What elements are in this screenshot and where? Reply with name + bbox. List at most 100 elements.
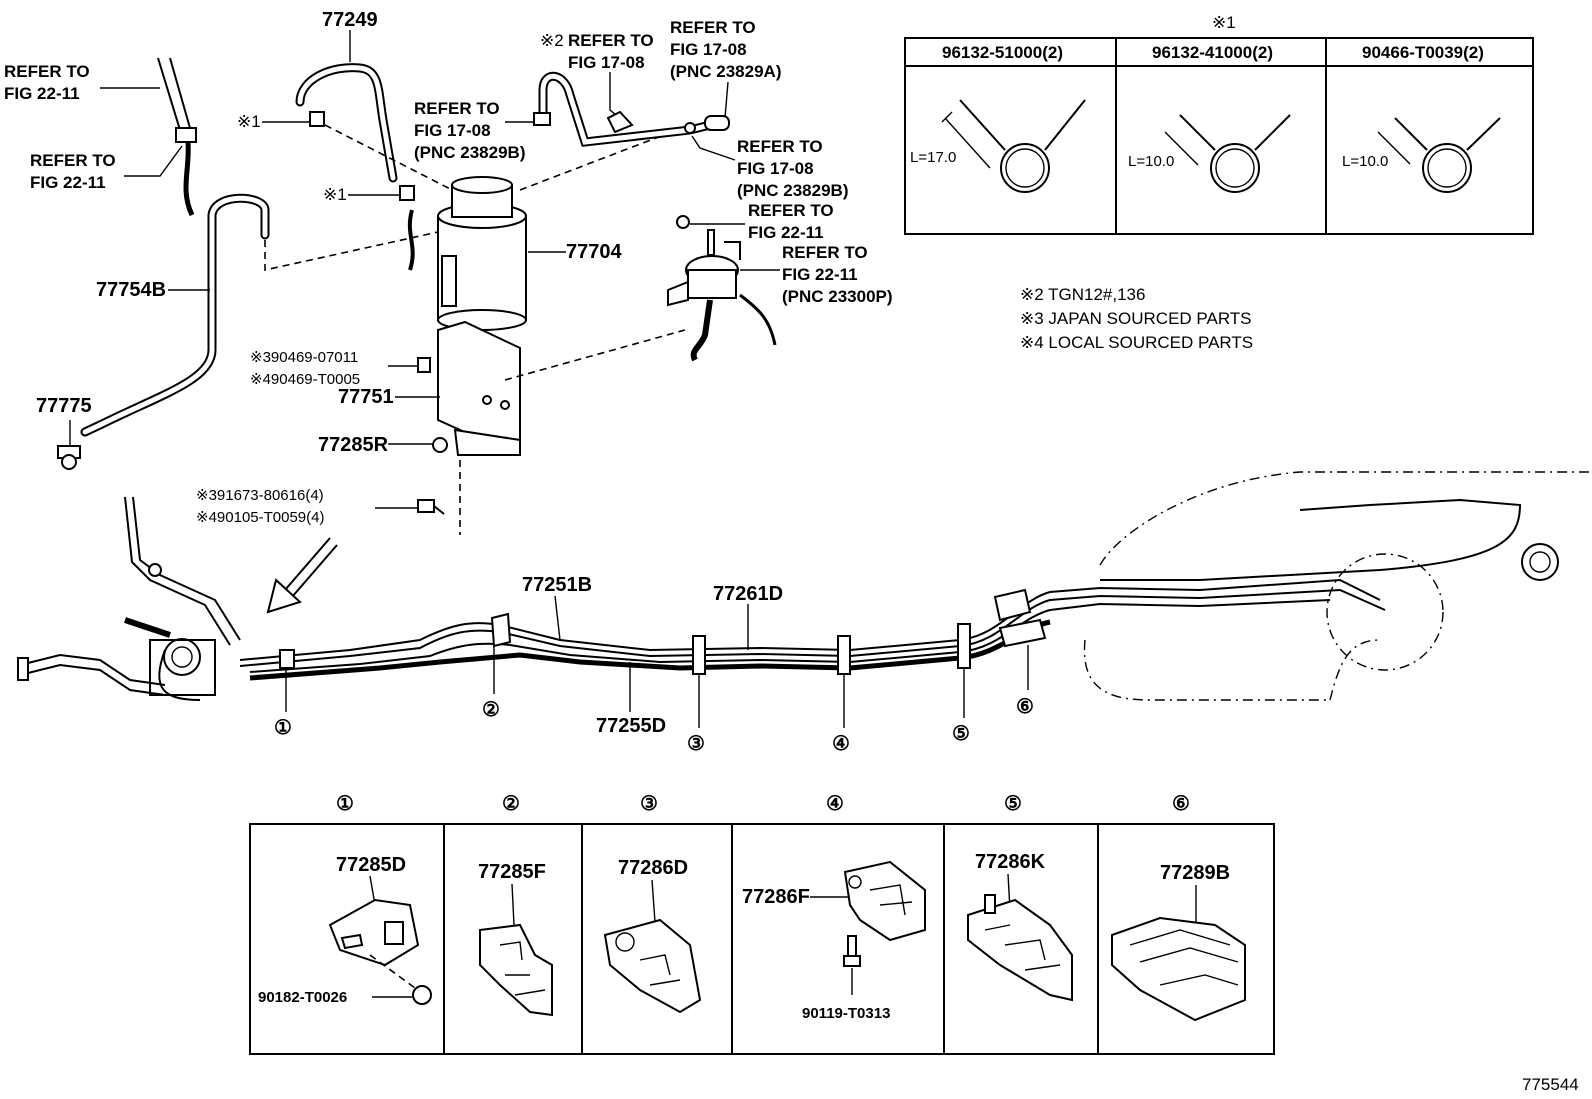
nut-77285R xyxy=(432,437,448,453)
part-77251B-label: 77251B xyxy=(522,574,592,596)
detail-part-77285F: 77285F xyxy=(478,861,546,883)
notes: ※2 TGN12#,136 ※3 JAPAN SOURCED PARTS ※4 … xyxy=(1020,285,1253,352)
vent-hose-lower xyxy=(183,141,195,217)
clamp-77285D xyxy=(328,898,420,967)
view-direction-arrow xyxy=(266,537,338,614)
clamp-77285F xyxy=(479,923,553,1017)
svg-text:FIG 22-11: FIG 22-11 xyxy=(782,265,858,284)
bracket-clip xyxy=(417,357,431,373)
ref-label-fig1708-b: REFER TO FIG 17-08 (PNC 23829A) xyxy=(670,18,782,119)
figure-id: 775544 xyxy=(1522,1075,1579,1094)
clip-col-3: 90466-T0039(2) xyxy=(1362,43,1484,62)
part-77775-label: 77775 xyxy=(36,395,92,417)
svg-text:⑤: ⑤ xyxy=(952,723,970,745)
clip-drawing-1: L=17.0 xyxy=(910,99,1086,193)
svg-text:FIG 17-08: FIG 17-08 xyxy=(670,40,747,59)
clip-table-header: ※1 xyxy=(1212,13,1236,32)
svg-text:②: ② xyxy=(482,699,500,721)
note-3: ※3 JAPAN SOURCED PARTS xyxy=(1020,309,1252,328)
part-77751-label: 77751 xyxy=(338,386,394,408)
detail-header-2: ② xyxy=(502,793,520,815)
part-77285R-label: 77285R xyxy=(318,434,389,456)
svg-text:REFER TO: REFER TO xyxy=(737,137,823,156)
detail-part-90182: 90182-T0026 xyxy=(258,989,347,1006)
mark-1-b: ※1 xyxy=(323,185,347,204)
mark-1-a: ※1 xyxy=(237,112,261,131)
part-90469-a-label: ※390469-07011 xyxy=(250,349,358,366)
clip-drawing-2: L=10.0 xyxy=(1128,114,1291,193)
detail-table: ① ② ③ ④ ⑤ ⑥ 77285D 90182-T0026 77285F 77… xyxy=(249,793,1275,1055)
ref-label-fig2211-c: REFER TO FIG 22-11 xyxy=(690,201,834,242)
line-clamps xyxy=(279,588,1047,675)
purge-clip-b xyxy=(606,110,634,134)
detail-header-4: ④ xyxy=(826,793,844,815)
canister-bracket-77751 xyxy=(437,320,521,456)
svg-text:FIG 17-08: FIG 17-08 xyxy=(737,159,814,178)
detail-header-3: ③ xyxy=(640,793,658,815)
bolt-91673 xyxy=(417,499,445,515)
charcoal-canister-77704 xyxy=(437,176,527,331)
svg-text:(PNC 23300P): (PNC 23300P) xyxy=(782,287,893,306)
detail-part-77286K: 77286K xyxy=(975,851,1046,873)
part-77754B-label: 77754B xyxy=(96,279,166,301)
clamp-77286F xyxy=(843,860,926,942)
svg-text:REFER TO: REFER TO xyxy=(568,31,654,50)
part-77255D-label: 77255D xyxy=(596,715,666,737)
purge-connector xyxy=(704,115,730,131)
detail-header-5: ⑤ xyxy=(1004,793,1022,815)
vent-hose-upper xyxy=(157,57,191,131)
svg-text:※2: ※2 xyxy=(540,31,564,50)
svg-text:REFER TO: REFER TO xyxy=(4,62,90,81)
detail-part-77285D: 77285D xyxy=(336,854,406,876)
svg-text:FIG 17-08: FIG 17-08 xyxy=(414,121,491,140)
hose-clip-b xyxy=(399,185,415,201)
svg-text:(PNC 23829B): (PNC 23829B) xyxy=(414,143,526,162)
part-77249-label: 77249 xyxy=(322,9,378,31)
detail-part-77289B: 77289B xyxy=(1160,862,1230,884)
callouts: ① ② ③ ④ ⑤ ⑥ xyxy=(274,645,1034,755)
svg-text:L=17.0: L=17.0 xyxy=(910,149,956,166)
svg-text:④: ④ xyxy=(832,733,850,755)
bolt-90119 xyxy=(843,935,861,967)
svg-text:⑥: ⑥ xyxy=(1016,696,1034,718)
svg-text:(PNC 23829A): (PNC 23829A) xyxy=(670,62,782,81)
part-90469-b-label: ※490469-T0005 xyxy=(250,371,360,388)
svg-text:FIG 17-08: FIG 17-08 xyxy=(568,53,645,72)
clamp-77286D xyxy=(603,918,702,1014)
svg-text:FIG 22-11: FIG 22-11 xyxy=(4,84,80,103)
detail-header-6: ⑥ xyxy=(1172,793,1190,815)
clip-col-2: 96132-41000(2) xyxy=(1152,43,1273,62)
svg-text:REFER TO: REFER TO xyxy=(670,18,756,37)
svg-text:①: ① xyxy=(274,717,292,739)
fuel-tank-end-assembly xyxy=(17,496,241,701)
nut-90182 xyxy=(412,985,432,1005)
svg-text:REFER TO: REFER TO xyxy=(414,99,500,118)
clip-77775 xyxy=(57,445,81,470)
part-77704-label: 77704 xyxy=(566,241,622,263)
clip-col-1: 96132-51000(2) xyxy=(942,43,1063,62)
note-4: ※4 LOCAL SOURCED PARTS xyxy=(1020,333,1253,352)
detail-part-77286F: 77286F xyxy=(742,886,810,908)
svg-text:③: ③ xyxy=(687,733,705,755)
ref-label-fig1708-c: REFER TO FIG 17-08 (PNC 23829B) xyxy=(414,99,538,162)
svg-text:L=10.0: L=10.0 xyxy=(1128,153,1174,170)
ref-label-fig1708-a: ※2 REFER TO FIG 17-08 xyxy=(540,31,654,119)
note-2: ※2 TGN12#,136 xyxy=(1020,285,1145,304)
ref-label-fig1708-d: REFER TO FIG 17-08 (PNC 23829B) xyxy=(691,135,849,200)
svg-text:L=10.0: L=10.0 xyxy=(1342,153,1388,170)
clamp-77286K xyxy=(967,894,1073,1002)
ref-label-fig2211-a: REFER TO FIG 22-11 xyxy=(4,62,160,103)
detail-part-90119: 90119-T0313 xyxy=(802,1005,890,1022)
hose-clip-a xyxy=(309,111,325,127)
svg-text:REFER TO: REFER TO xyxy=(748,201,834,220)
hose-77754B xyxy=(80,193,270,437)
clip-drawing-3: L=10.0 xyxy=(1342,117,1501,193)
fuel-filter-assembly xyxy=(667,215,777,362)
part-90105-label: ※490105-T0059(4) xyxy=(196,509,324,526)
svg-text:FIG 22-11: FIG 22-11 xyxy=(30,173,106,192)
ref-label-fig2211-d: REFER TO FIG 22-11 (PNC 23300P) xyxy=(740,243,893,306)
vehicle-outline xyxy=(1083,471,1592,701)
clamp-77289B xyxy=(1111,916,1246,1022)
fuel-lines-main xyxy=(239,498,1522,681)
